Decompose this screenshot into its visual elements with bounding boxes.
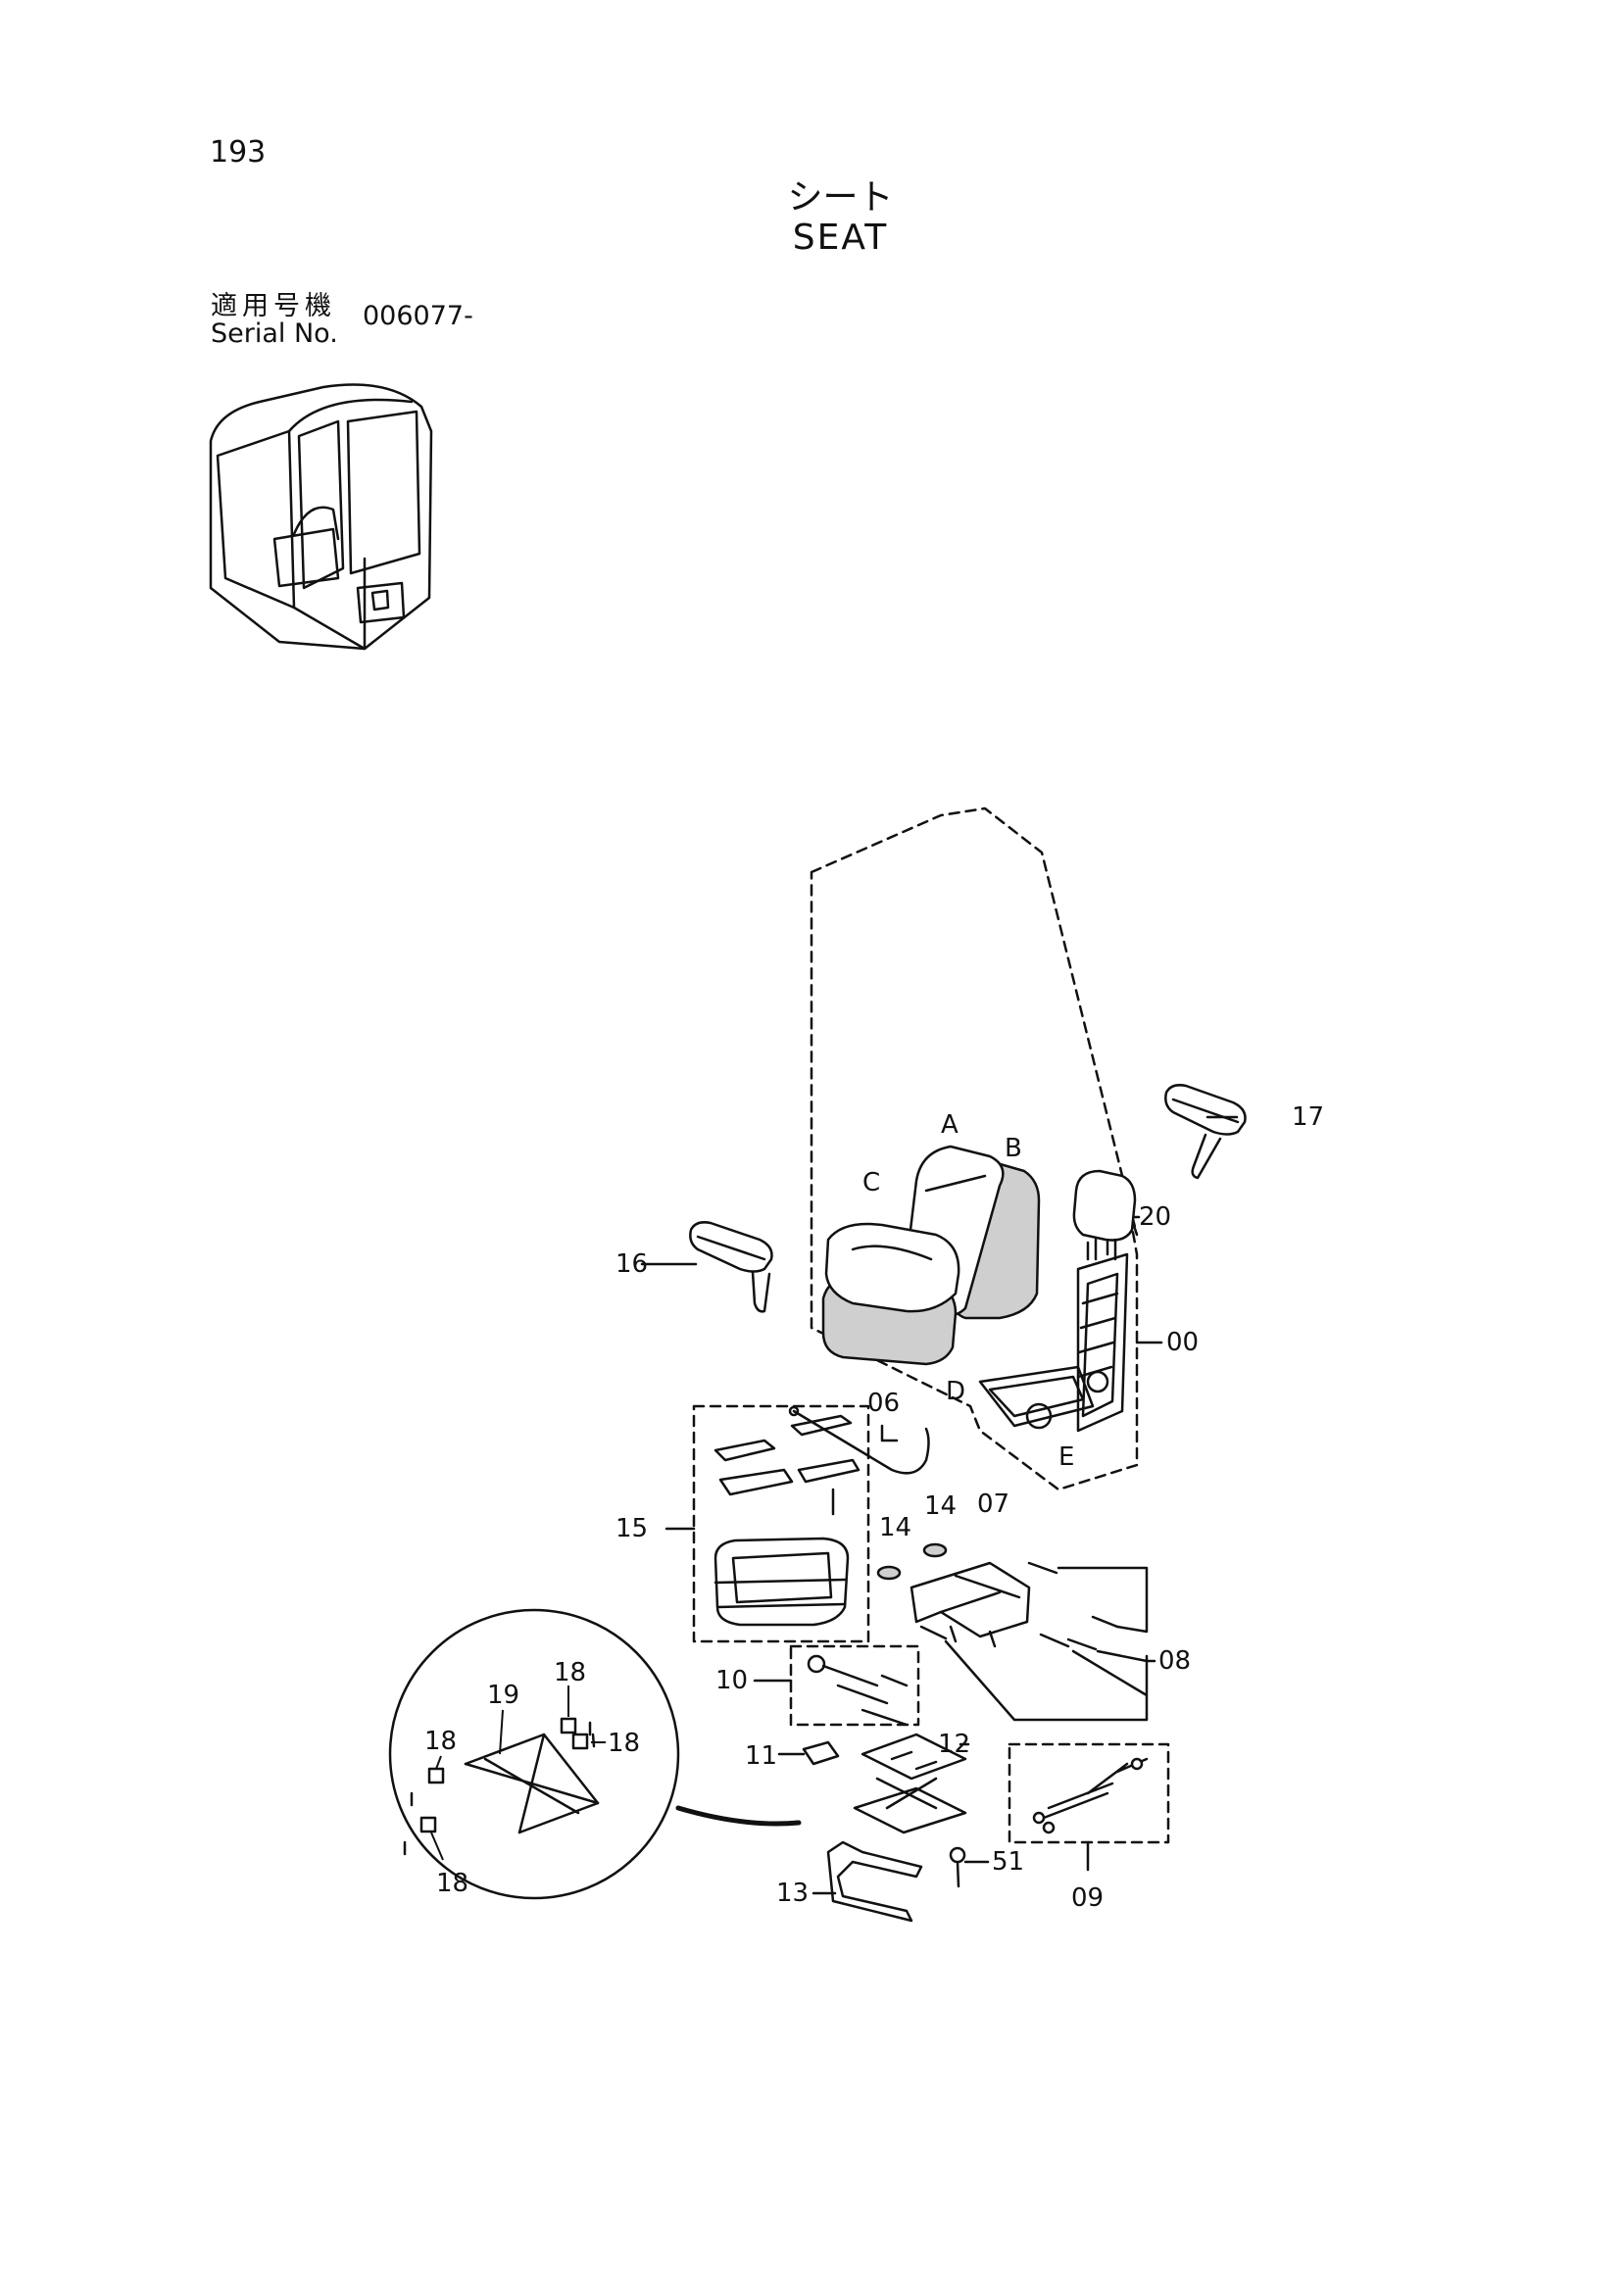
seat-frame [978, 1235, 1129, 1433]
callout-06: 06 [867, 1389, 900, 1418]
callout-labels: A B C D E 00 06 07 08 09 10 11 12 13 14 … [424, 1102, 1324, 1913]
callout-20: 20 [1139, 1202, 1171, 1232]
callout-b: B [1005, 1134, 1022, 1163]
callout-18-right: 18 [608, 1729, 640, 1758]
callout-c: C [862, 1168, 880, 1197]
callout-d: D [946, 1377, 965, 1406]
callout-17: 17 [1292, 1102, 1324, 1132]
seat-assembly-dashed-outline [810, 806, 1139, 1491]
callout-19: 19 [487, 1681, 519, 1710]
lever-parts [807, 1654, 909, 1727]
adjust-knob [802, 1740, 840, 1766]
armrest-left [689, 1221, 773, 1313]
title-japanese: シート [787, 177, 894, 218]
callout-16: 16 [615, 1249, 648, 1279]
callout-15: 15 [615, 1514, 648, 1543]
armrest-right [1164, 1084, 1247, 1180]
callout-e: E [1058, 1442, 1074, 1472]
serial-number-value: 006077- [363, 301, 473, 331]
height-lever [826, 1840, 923, 1923]
suspension-unit [853, 1733, 967, 1834]
callout-18-leaders [430, 1685, 606, 1861]
damper-parts [1032, 1757, 1149, 1834]
slide-rail-parts [713, 1414, 861, 1627]
spring-set [919, 1561, 1156, 1722]
callout-11: 11 [745, 1741, 777, 1771]
callout-12: 12 [938, 1730, 970, 1759]
scissor-mechanism [403, 1717, 600, 1856]
callout-00: 00 [1166, 1328, 1199, 1357]
detail-connector-line [675, 1805, 802, 1827]
cable [788, 1405, 930, 1475]
callout-13: 13 [776, 1879, 809, 1908]
callout-51: 51 [992, 1847, 1024, 1877]
bracket [910, 1561, 1031, 1648]
callout-18-left: 18 [424, 1727, 457, 1756]
page-number: 193 [210, 135, 267, 170]
cap-14-a [876, 1565, 902, 1581]
title-english: SEAT [792, 218, 889, 258]
callout-10: 10 [715, 1666, 748, 1695]
serial-label-english: Serial No. [211, 318, 338, 349]
cab-location-thumbnail [209, 383, 433, 651]
callout-14-a: 14 [879, 1513, 911, 1542]
callout-a: A [941, 1110, 959, 1140]
bolt-51-shaft [956, 1860, 960, 1888]
headrest [1072, 1169, 1137, 1261]
lever-group-box [789, 1644, 920, 1727]
leader-lines [640, 1115, 1239, 1895]
callout-08: 08 [1158, 1646, 1191, 1676]
callout-14-b: 14 [924, 1491, 957, 1521]
serial-label-japanese: 適用号機 [211, 291, 336, 321]
callout-09: 09 [1071, 1883, 1104, 1913]
bolt-51 [949, 1846, 966, 1864]
callout-07: 07 [977, 1490, 1009, 1519]
magnified-detail-circle [388, 1608, 680, 1900]
seat-cushion [821, 1222, 960, 1366]
slide-rail-group-box [692, 1404, 870, 1643]
callout-18-top: 18 [554, 1658, 586, 1687]
callout-18-bottom: 18 [436, 1869, 468, 1898]
cap-14-b [922, 1542, 948, 1558]
